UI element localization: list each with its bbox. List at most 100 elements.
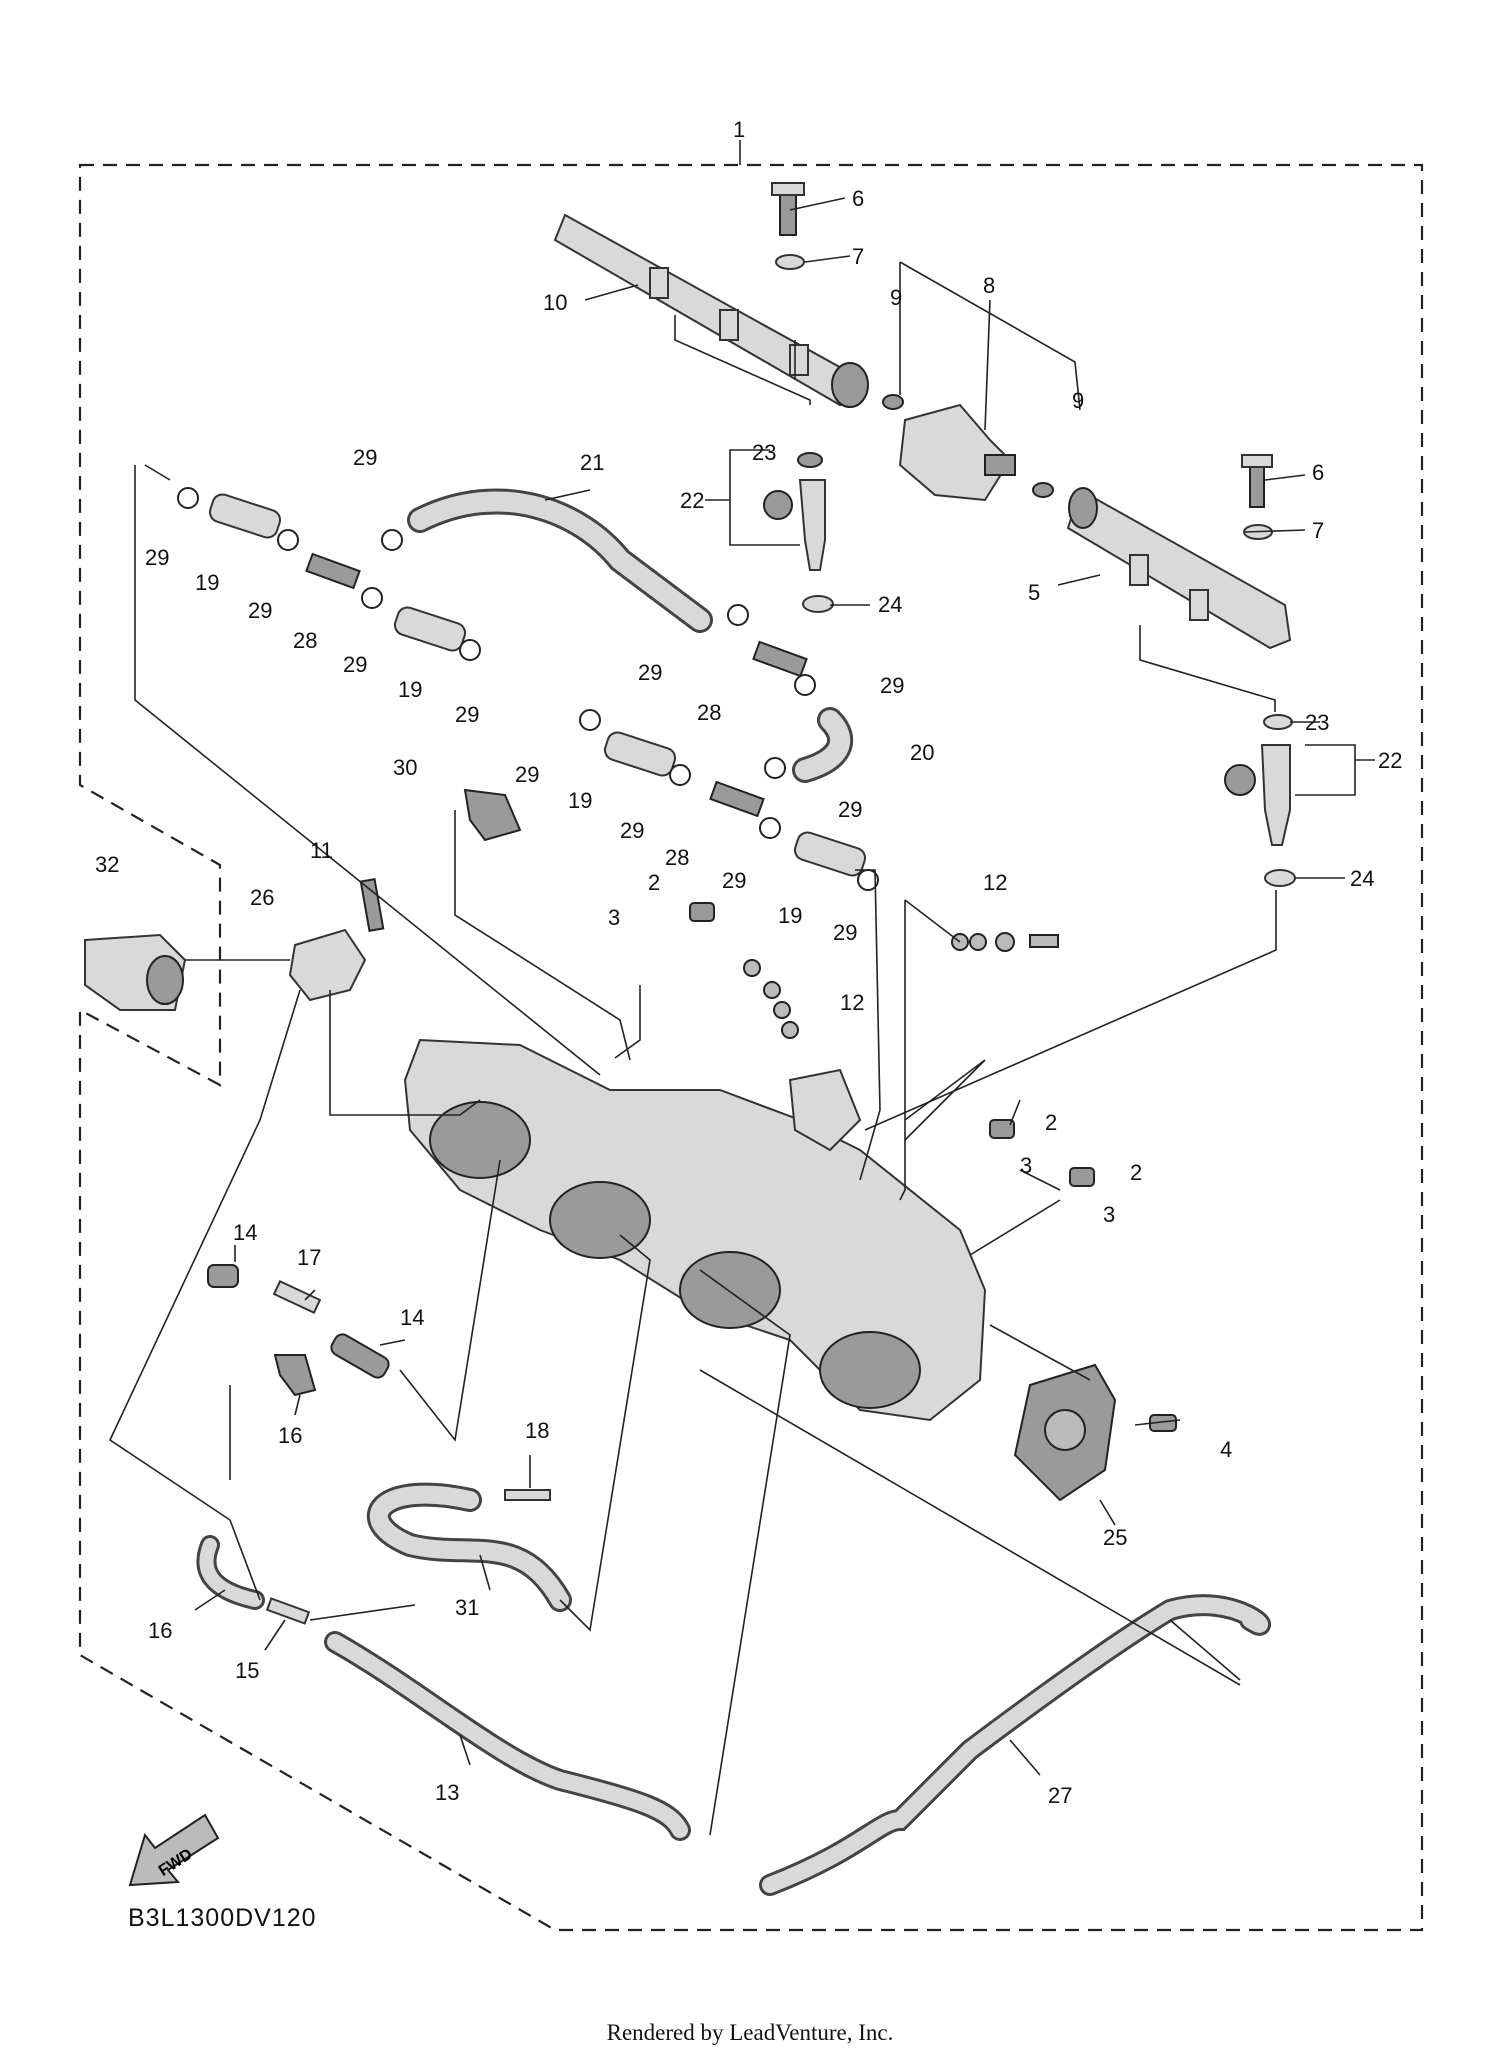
callout-29h: 29 — [515, 762, 539, 787]
callout-21: 21 — [580, 450, 604, 475]
callout-27: 27 — [1048, 1783, 1072, 1808]
seal-24-right[interactable] — [1264, 869, 1296, 887]
sensor-26[interactable] — [288, 928, 367, 1002]
callout-31: 31 — [455, 1595, 479, 1620]
callout-28c: 28 — [665, 845, 689, 870]
callout-6b: 6 — [1312, 460, 1324, 485]
o-ring-9a[interactable] — [882, 394, 904, 410]
callout-19d: 19 — [778, 903, 802, 928]
callout-9b: 9 — [1072, 388, 1084, 413]
callout-29i: 29 — [838, 797, 862, 822]
callout-25: 25 — [1103, 1525, 1127, 1550]
callout-7a: 7 — [852, 244, 864, 269]
callout-29g: 29 — [880, 673, 904, 698]
callout-6a: 6 — [852, 186, 864, 211]
callout-30: 30 — [393, 755, 417, 780]
callout-32: 32 — [95, 852, 119, 877]
callout-19a: 19 — [195, 570, 219, 595]
washer-7-top[interactable] — [775, 254, 805, 270]
callout-11: 11 — [310, 838, 333, 863]
callout-10: 10 — [543, 290, 567, 315]
callout-28a: 28 — [293, 628, 317, 653]
callout-29d: 29 — [343, 652, 367, 677]
elbow-16a[interactable] — [273, 1354, 317, 1397]
hose-19d[interactable] — [792, 830, 867, 878]
fuel-rail-10[interactable] — [553, 213, 869, 408]
callout-14a: 14 — [233, 1220, 257, 1245]
callout-17: 17 — [297, 1245, 321, 1270]
bolt-6-right[interactable] — [1241, 454, 1273, 508]
callout-29k: 29 — [722, 868, 746, 893]
callout-15: 15 — [235, 1658, 259, 1683]
callout-24b: 24 — [1350, 866, 1374, 891]
callout-29l: 29 — [833, 920, 857, 945]
sensor-30[interactable] — [463, 788, 522, 842]
cap-2b[interactable] — [989, 1119, 1015, 1139]
callout-22a: 22 — [680, 488, 704, 513]
callout-29j: 29 — [620, 818, 644, 843]
seal-24-top[interactable] — [802, 595, 834, 613]
fitting-28c[interactable] — [709, 780, 765, 818]
hose-19a[interactable] — [207, 492, 282, 540]
callout-2a: 2 — [648, 870, 660, 895]
callout-29f: 29 — [638, 660, 662, 685]
callout-22b: 22 — [1378, 748, 1402, 773]
joint-15[interactable] — [265, 1597, 311, 1625]
callout-24a: 24 — [878, 592, 902, 617]
hose-19c[interactable] — [602, 730, 677, 778]
footer-credit: Rendered by LeadVenture, Inc. — [606, 2020, 894, 2045]
callout-16b: 16 — [148, 1618, 172, 1643]
clamps-29[interactable] — [177, 487, 879, 891]
hose-19b[interactable] — [392, 605, 467, 653]
callout-29c: 29 — [248, 598, 272, 623]
fitting-28a[interactable] — [305, 552, 361, 590]
screws-12[interactable] — [743, 932, 1059, 1039]
callout-19b: 19 — [398, 677, 422, 702]
callout-28b: 28 — [697, 700, 721, 725]
callout-3c: 3 — [1103, 1202, 1115, 1227]
callout-2c: 2 — [1130, 1160, 1142, 1185]
bolt-6-top[interactable] — [771, 182, 805, 236]
callout-7b: 7 — [1312, 518, 1324, 543]
callout-23b: 23 — [1305, 710, 1329, 735]
cap-2a[interactable] — [689, 902, 715, 922]
cap-32[interactable] — [84, 933, 187, 1011]
callout-19c: 19 — [568, 788, 592, 813]
pressure-regulator-8[interactable] — [898, 403, 1016, 502]
callout-12a: 12 — [983, 870, 1007, 895]
diagram-code: B3L1300DV120 — [128, 1904, 317, 1932]
callout-29a: 29 — [145, 545, 169, 570]
callout-13: 13 — [435, 1780, 459, 1805]
callout-23a: 23 — [752, 440, 776, 465]
callout-26: 26 — [250, 885, 274, 910]
fuel-rail-5[interactable] — [1066, 487, 1292, 650]
cap-14a[interactable] — [207, 1264, 239, 1288]
o-ring-23-right[interactable] — [1263, 714, 1293, 730]
o-ring-9b[interactable] — [1032, 482, 1054, 498]
callout-3a: 3 — [608, 905, 620, 930]
callout-4: 4 — [1220, 1437, 1232, 1462]
injector-22-right[interactable] — [1224, 744, 1291, 846]
callout-3b: 3 — [1020, 1153, 1032, 1178]
sensor-25[interactable] — [1013, 1363, 1117, 1502]
joint-18[interactable] — [504, 1489, 551, 1501]
bolt-11[interactable] — [359, 878, 385, 932]
callout-20: 20 — [910, 740, 934, 765]
throttle-body-assembly[interactable] — [403, 1038, 987, 1422]
callout-29e: 29 — [455, 702, 479, 727]
callout-1: 1 — [733, 117, 745, 142]
callout-29b: 29 — [353, 445, 377, 470]
callout-9a: 9 — [890, 285, 902, 310]
joint-17[interactable] — [272, 1280, 322, 1314]
assembly-boundary — [78, 163, 1424, 1932]
fitting-28b[interactable] — [752, 640, 808, 678]
callout-14b: 14 — [400, 1305, 424, 1330]
cap-2c[interactable] — [1069, 1167, 1095, 1187]
leader-lines — [108, 197, 1375, 1836]
callout-labels: 1 6 7 8 9 9 10 23 22 24 6 7 5 23 22 24 2… — [95, 117, 1402, 1808]
callout-16a: 16 — [278, 1423, 302, 1448]
cap-14b[interactable] — [329, 1331, 392, 1380]
callout-5: 5 — [1028, 580, 1040, 605]
injector-22-top[interactable] — [763, 452, 826, 571]
